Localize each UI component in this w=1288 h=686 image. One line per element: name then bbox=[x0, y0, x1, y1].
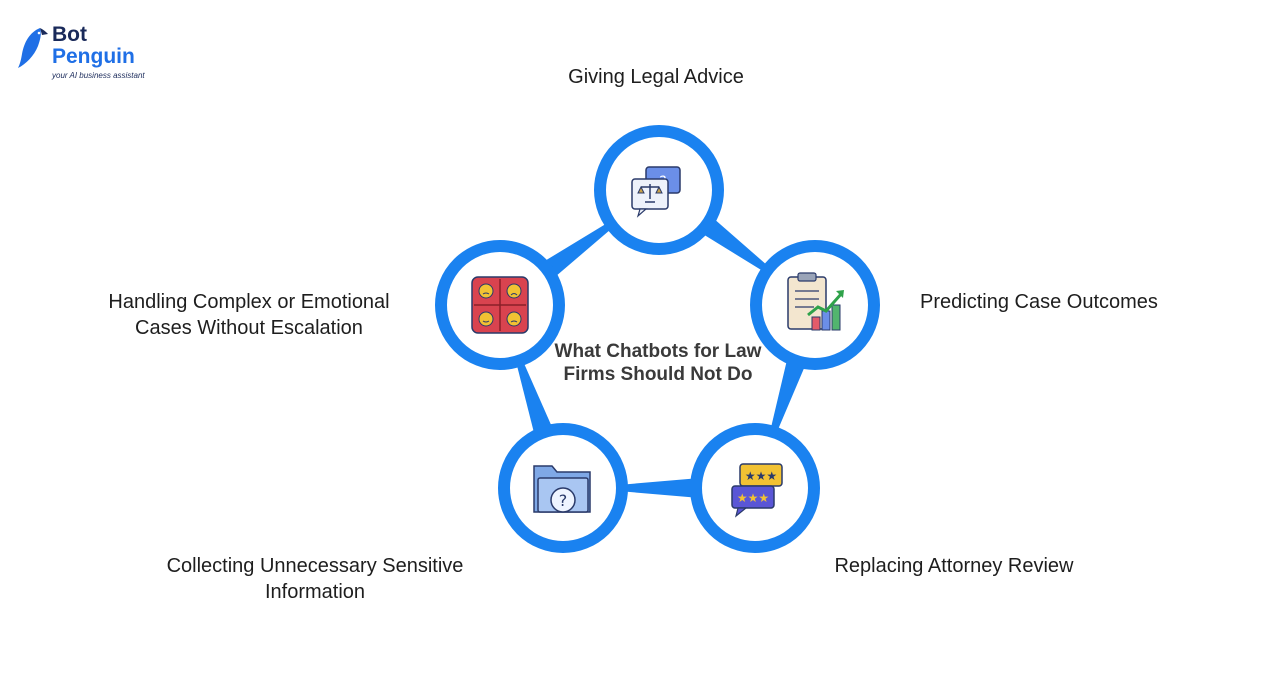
ring-node-attorney-review: ★★★ ★★★ bbox=[690, 423, 820, 553]
svg-text:?: ? bbox=[559, 491, 568, 510]
ring-node-case-outcomes bbox=[750, 240, 880, 370]
connectors bbox=[515, 214, 808, 498]
ring-node-sensitive-information: ? bbox=[498, 423, 628, 553]
center-title: What Chatbots for Law Firms Should Not D… bbox=[554, 341, 762, 385]
ring-node-legal-advice: ? bbox=[594, 125, 724, 255]
brand-logo: Bot Penguin your AI business assistant bbox=[18, 24, 158, 84]
label-legal-advice: Giving Legal Advice bbox=[568, 66, 744, 88]
label-sensitive-information: Collecting Unnecessary Sensitive Informa… bbox=[166, 555, 464, 603]
star-review-icon: ★★★ ★★★ bbox=[731, 463, 783, 518]
penguin-logo-icon bbox=[18, 28, 48, 68]
svg-text:★★★: ★★★ bbox=[745, 469, 777, 483]
connector-outcomes-to-review bbox=[769, 354, 808, 437]
brand-name-line1: Bot bbox=[52, 23, 87, 46]
chart-clipboard-icon bbox=[787, 272, 844, 331]
label-attorney-review: Replacing Attorney Review bbox=[834, 555, 1074, 577]
brand-tagline: your AI business assistant bbox=[52, 71, 145, 80]
connector-legal-to-outcomes bbox=[697, 214, 773, 275]
connector-cases-to-legal bbox=[538, 219, 617, 281]
emotion-puzzle-icon bbox=[471, 276, 529, 334]
label-emotional-cases: Handling Complex or Emotional Cases With… bbox=[108, 291, 390, 339]
ring-node-emotional-cases bbox=[435, 240, 565, 370]
brand-name-line2: Penguin bbox=[52, 45, 135, 68]
connector-review-to-info bbox=[618, 478, 700, 498]
legal-chat-icon: ? bbox=[631, 166, 681, 218]
label-case-outcomes: Predicting Case Outcomes bbox=[920, 291, 1158, 313]
connector-info-to-cases bbox=[515, 356, 555, 440]
svg-text:★★★: ★★★ bbox=[737, 491, 769, 505]
folder-question-icon: ? bbox=[533, 465, 591, 513]
